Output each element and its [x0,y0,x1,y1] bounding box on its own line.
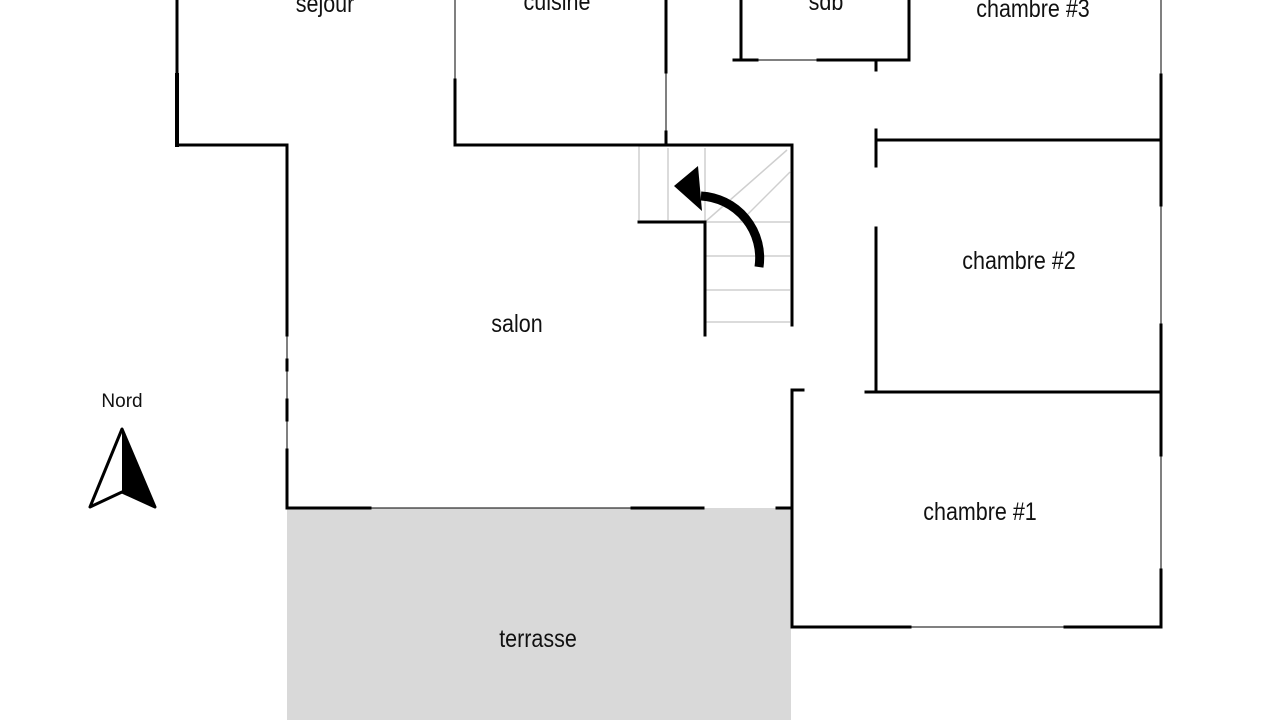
room-label-terrasse: terrasse [499,624,577,652]
room-label-chambre-3: chambre #3 [976,0,1089,22]
staircase [638,145,791,323]
room-label-chambre-2: chambre #2 [962,246,1075,274]
room-label-sejour: séjour [296,0,355,17]
room-label-sdb: sdb [809,0,844,15]
terrace-area [287,508,791,720]
curved-arrow-icon [674,166,765,268]
walls [175,0,1163,629]
north-arrow-icon [88,427,157,509]
room-label-salon: salon [491,309,542,337]
room-label-cuisine: cuisine [524,0,591,15]
compass-label: Nord [101,391,142,412]
thin-walls [286,0,1162,628]
room-label-chambre-1: chambre #1 [923,497,1036,525]
